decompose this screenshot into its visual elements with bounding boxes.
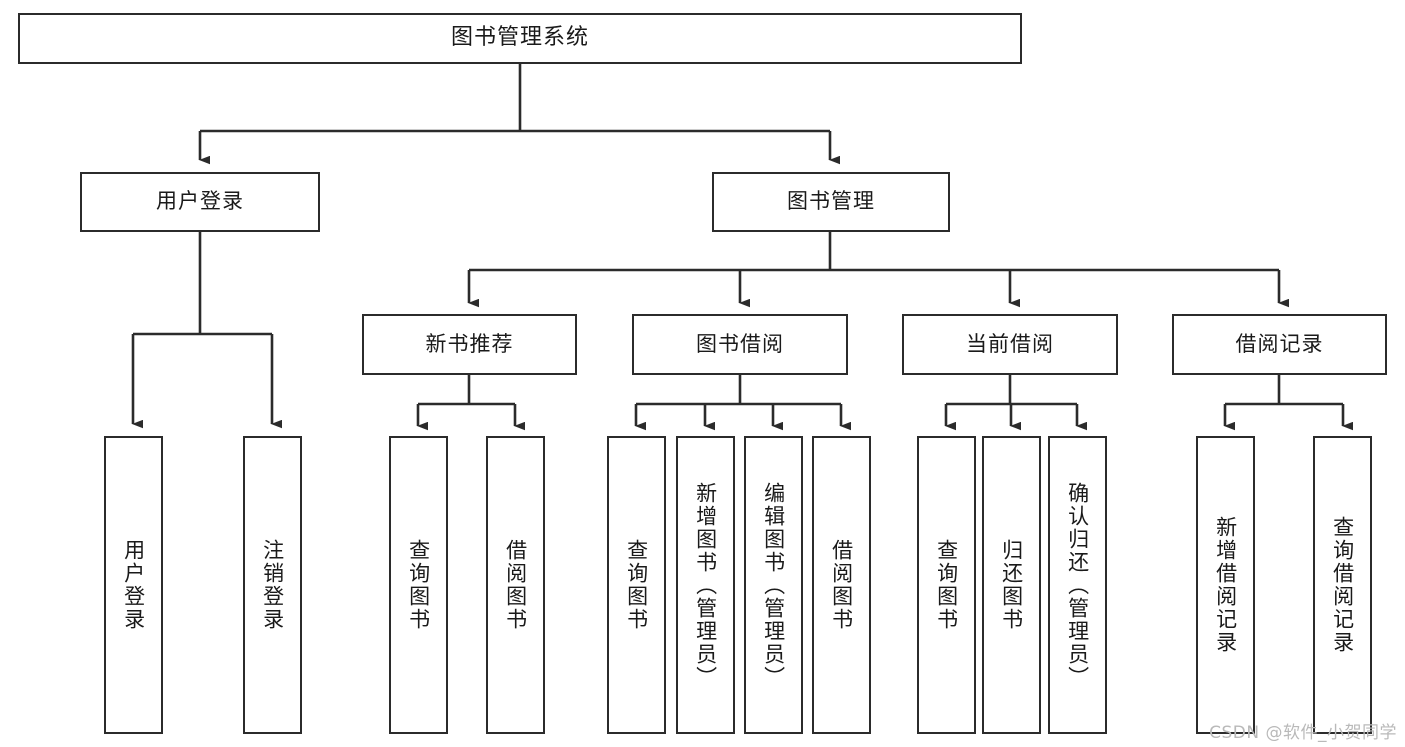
node-label: 借阅图书	[829, 539, 854, 631]
node-label: 确认归还（管理员）	[1065, 481, 1090, 689]
node-label: 新增图书（管理员）	[693, 481, 718, 689]
node-leaf-user-login[interactable]: 用户登录	[104, 436, 163, 734]
node-label: 查询借阅记录	[1330, 516, 1355, 654]
node-leaf-add-borrow-record[interactable]: 新增借阅记录	[1196, 436, 1255, 734]
node-leaf-add-book[interactable]: 新增图书（管理员）	[676, 436, 735, 734]
node-label: 查询图书	[624, 539, 649, 631]
node-label: 注销登录	[260, 539, 285, 631]
node-label: 归还图书	[999, 539, 1024, 631]
node-borrow-record[interactable]: 借阅记录	[1172, 314, 1387, 375]
node-label: 图书借阅	[696, 331, 784, 356]
node-label: 图书管理	[787, 189, 875, 214]
node-leaf-query-book-recommend[interactable]: 查询图书	[389, 436, 448, 734]
node-root-book-management-system[interactable]: 图书管理系统	[18, 13, 1022, 64]
node-label: 图书管理系统	[450, 25, 589, 51]
node-book-manage[interactable]: 图书管理	[712, 172, 950, 232]
node-label: 查询图书	[934, 539, 959, 631]
node-leaf-edit-book[interactable]: 编辑图书（管理员）	[744, 436, 803, 734]
node-leaf-confirm-return[interactable]: 确认归还（管理员）	[1048, 436, 1107, 734]
node-label: 查询图书	[406, 539, 431, 631]
csdn-watermark: CSDN @软件_小贺同学	[1209, 723, 1397, 743]
node-label: 用户登录	[156, 189, 244, 214]
node-label: 新书推荐	[425, 331, 514, 356]
node-leaf-borrow-book[interactable]: 借阅图书	[812, 436, 871, 734]
node-label: 借阅记录	[1235, 331, 1324, 356]
node-leaf-return-book[interactable]: 归还图书	[982, 436, 1041, 734]
node-label: 当前借阅	[966, 331, 1054, 356]
node-leaf-user-logout[interactable]: 注销登录	[243, 436, 302, 734]
node-label: 用户登录	[121, 539, 146, 631]
node-leaf-query-borrow-record[interactable]: 查询借阅记录	[1313, 436, 1372, 734]
node-new-book-recommend[interactable]: 新书推荐	[362, 314, 577, 375]
node-current-borrow[interactable]: 当前借阅	[902, 314, 1118, 375]
node-label: 新增借阅记录	[1213, 516, 1238, 654]
node-leaf-query-book-borrow[interactable]: 查询图书	[607, 436, 666, 734]
node-user-login[interactable]: 用户登录	[80, 172, 320, 232]
node-leaf-query-book-current[interactable]: 查询图书	[917, 436, 976, 734]
node-book-borrow[interactable]: 图书借阅	[632, 314, 848, 375]
node-label: 编辑图书（管理员）	[761, 481, 786, 689]
node-label: 借阅图书	[503, 539, 528, 631]
node-leaf-borrow-book-recommend[interactable]: 借阅图书	[486, 436, 545, 734]
